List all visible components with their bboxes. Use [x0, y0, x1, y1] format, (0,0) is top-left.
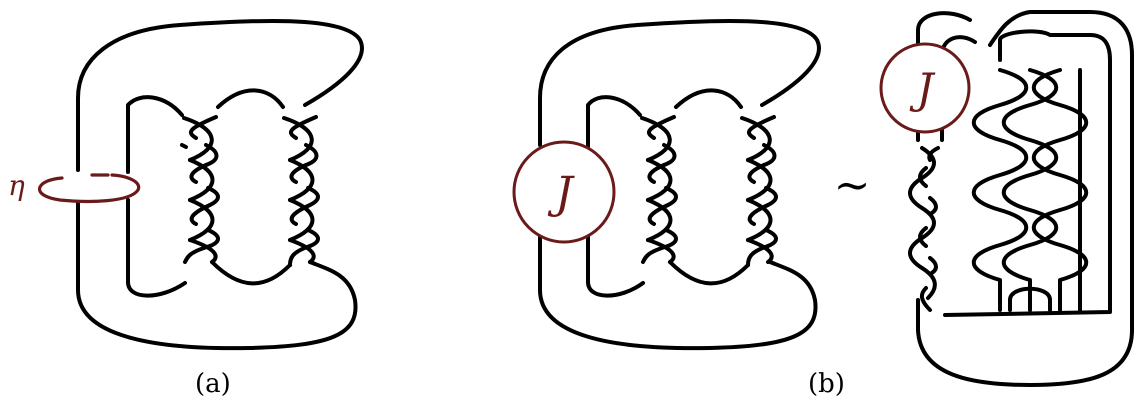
similarity-symbol: ∼	[834, 160, 871, 211]
panel-a-eta-curve	[40, 175, 139, 201]
eta-label: η	[8, 169, 25, 202]
panel-b-left-diagram: J	[514, 21, 819, 348]
panel-a-outer-band	[78, 21, 362, 348]
panel-a-left-twist-column	[182, 117, 218, 262]
panel-a-top-arc	[218, 90, 283, 107]
panel-a-inner-band	[128, 97, 185, 295]
panel-b-left-twist-column	[642, 117, 676, 262]
panel-b-right-thin-twist	[910, 148, 938, 310]
panel-a-diagram: η (a)	[8, 21, 362, 399]
panel-a-bottom-arc	[212, 262, 290, 283]
panel-b-bottom-arc	[670, 262, 748, 283]
panel-b-right-braid	[974, 70, 1087, 312]
panel-b-right-diagram: J	[881, 12, 1132, 385]
panel-a-caption: (a)	[195, 369, 231, 399]
panel-b-top-arc	[676, 90, 741, 107]
panel-b-right-twist-column	[742, 117, 776, 265]
panel-b-caption: (b)	[808, 369, 845, 399]
panel-a-right-twist-column	[284, 117, 318, 265]
